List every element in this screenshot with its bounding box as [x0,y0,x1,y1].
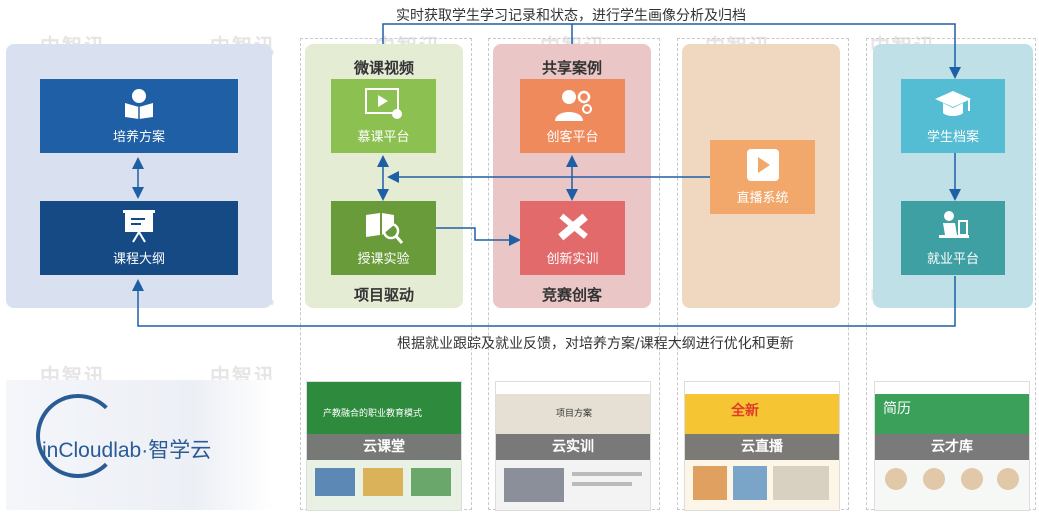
live-box-broadcast: 直播系统 [710,140,815,214]
graduation-cap-icon [933,87,973,125]
thumbnail-cloud-classroom: 产教融合的职业教育模式 云课堂 [306,381,462,511]
thumbnail-cloud-talent: 简历 云才库 [874,381,1030,511]
video-play-icon [364,87,404,125]
project-box-experiment: 授课实验 [331,201,436,275]
thumbnail-caption: 全新 [731,403,759,419]
thumbnail-caption: 简历 [883,401,911,417]
project-box-mooc-label: 慕课平台 [357,130,410,145]
student-box-employment: 就业平台 [901,201,1005,275]
thumbnail-cloud-training: 项目方案 云实训 [495,381,651,511]
thumbnail-label: 云才库 [875,434,1029,460]
bottom-note: 根据就业跟踪及就业反馈，对培养方案/课程大纲进行优化和更新 [397,336,794,352]
project-box-experiment-label: 授课实验 [357,252,410,267]
logo-text: inCloudlab·智学云 [42,439,212,462]
thumbnail-caption: 产教融合的职业教育模式 [323,409,423,419]
share-box-innovation-label: 创新实训 [546,252,599,267]
plan-box-training: 培养方案 [40,79,238,153]
thumbnail-label: 云直播 [685,434,839,460]
student-box-archive: 学生档案 [901,79,1005,153]
person-desk-icon [933,209,973,249]
live-box-broadcast-label: 直播系统 [736,191,789,206]
plan-box-training-label: 培养方案 [112,130,165,145]
project-box-mooc: 慕课平台 [331,79,436,153]
plan-box-syllabus: 课程大纲 [40,201,238,275]
thumbnail-label: 云课堂 [307,434,461,460]
thumbnail-cloud-live: 全新 云直播 [684,381,840,511]
user-gear-icon [553,87,593,127]
share-title-top: 共享案例 [541,59,602,77]
project-title-bottom: 项目驱动 [353,286,414,304]
pencil-ruler-icon [553,209,593,249]
student-box-archive-label: 学生档案 [926,130,979,145]
plan-box-syllabus-label: 课程大纲 [112,252,165,267]
book-magnifier-icon [364,209,404,249]
share-box-innovation: 创新实训 [520,201,625,275]
share-title-bottom: 竞赛创客 [541,286,602,304]
share-box-maker-label: 创客平台 [546,130,599,145]
thumbnail-label: 云实训 [496,434,650,460]
thumbnail-caption: 项目方案 [556,409,593,419]
project-title-top: 微课视频 [353,59,414,77]
student-box-employment-label: 就业平台 [926,252,979,267]
presentation-board-icon [121,209,157,247]
logo-ring [36,394,120,478]
top-note: 实时获取学生学习记录和状态，进行学生画像分析及归档 [396,8,746,24]
play-button-icon [745,148,781,186]
share-box-maker: 创客平台 [520,79,625,153]
student-book-icon [122,87,156,123]
